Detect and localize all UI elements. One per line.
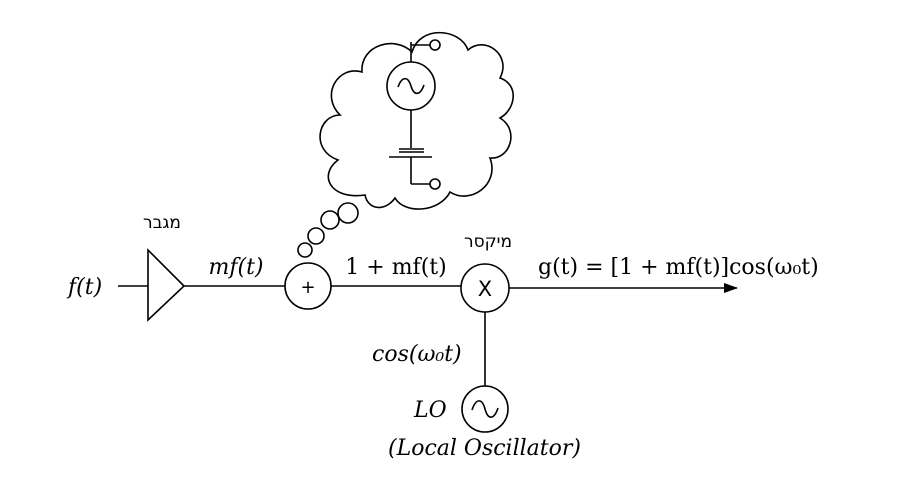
lo-label: LO: [413, 398, 447, 423]
mixer-label: מיקסר: [464, 232, 512, 252]
amplifier-label: מגבר: [143, 213, 181, 233]
lo-full-name: (Local Oscillator): [388, 436, 581, 461]
output-signal-label: g(t) = [1 + mf(t)]cos(ω₀t): [538, 255, 819, 280]
lo-signal-label: cos(ω₀t): [372, 342, 462, 367]
sine-oscillator-icon: [461, 385, 509, 433]
amplified-signal-label: mf(t): [208, 255, 263, 280]
ac-source-icon: [386, 39, 441, 148]
adder-symbol: +: [300, 277, 315, 298]
mixer-symbol: X: [478, 277, 492, 301]
thought-bubble-trail: [297, 202, 359, 258]
amplifier-triangle: [147, 248, 186, 322]
dc-added-signal-label: 1 + mf(t): [345, 255, 446, 280]
thought-cloud: [319, 31, 514, 210]
input-signal-label: f(t): [66, 275, 102, 300]
dc-battery-icon: [389, 148, 441, 190]
